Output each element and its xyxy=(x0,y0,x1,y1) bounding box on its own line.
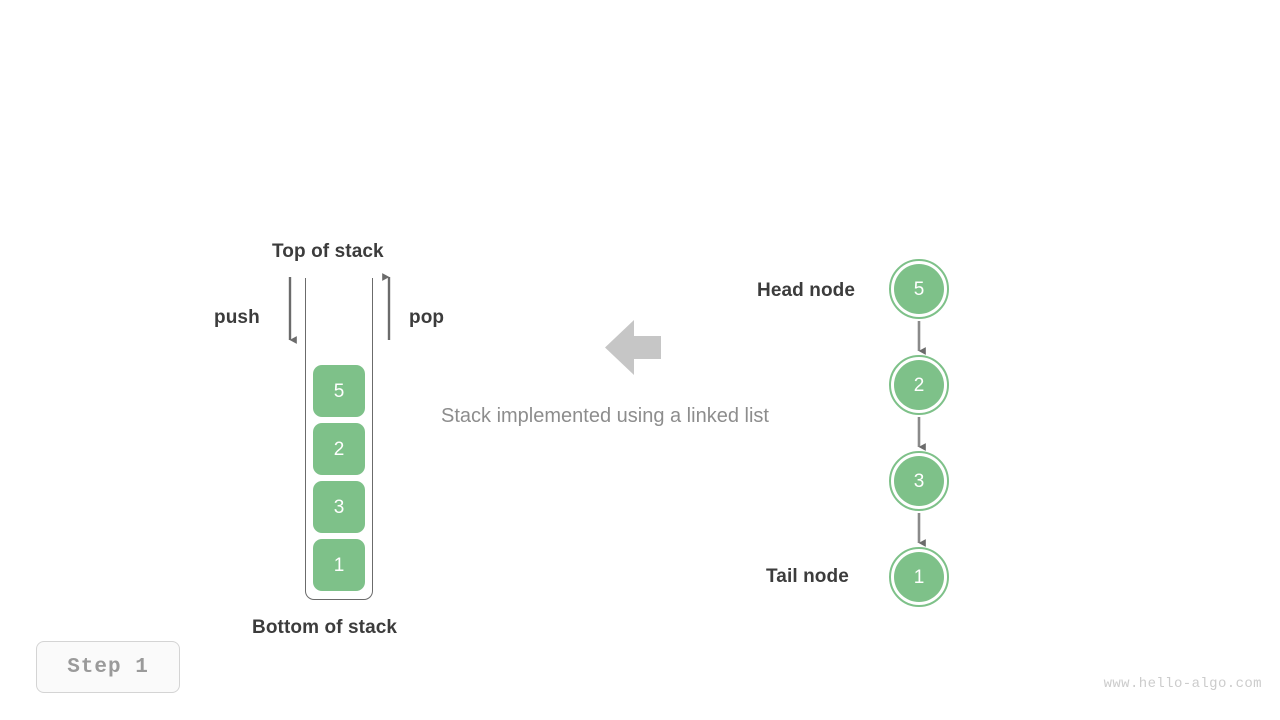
linked-list-node-value-wrap: 1 xyxy=(894,552,944,602)
linked-list-node-value-wrap: 3 xyxy=(894,456,944,506)
push-label: push xyxy=(214,307,260,328)
linked-list-node-value-wrap: 5 xyxy=(894,264,944,314)
stack-box: 2 xyxy=(313,423,365,475)
stack-box-value: 2 xyxy=(333,438,345,460)
stack-container xyxy=(305,278,373,600)
pop-label: pop xyxy=(409,307,445,328)
linked-list-node-value: 1 xyxy=(913,566,925,588)
linked-list-node-value: 3 xyxy=(913,470,925,492)
stack-box-value: 1 xyxy=(333,554,345,576)
stack-box-value: 3 xyxy=(333,496,345,518)
linked-list-node: 2 xyxy=(889,355,949,415)
linked-list-node: 3 xyxy=(889,451,949,511)
top-of-stack-label: Top of stack xyxy=(272,241,384,262)
watermark: www.hello-algo.com xyxy=(1103,676,1262,692)
stack-box-value: 5 xyxy=(333,380,345,402)
head-node-label: Head node xyxy=(757,280,856,301)
linked-list-node-value: 2 xyxy=(913,374,925,396)
step-badge: Step 1 xyxy=(36,641,180,693)
bottom-of-stack-label: Bottom of stack xyxy=(252,617,398,638)
stack-box: 1 xyxy=(313,539,365,591)
center-caption: Stack implemented using a linked list xyxy=(441,405,769,427)
block-arrow-left-icon xyxy=(605,320,661,375)
linked-list-node: 1 xyxy=(889,547,949,607)
tail-node-label: Tail node xyxy=(766,566,849,587)
linked-list-node-value: 5 xyxy=(913,278,925,300)
linked-list-node-value-wrap: 2 xyxy=(894,360,944,410)
stack-box: 5 xyxy=(313,365,365,417)
stack-box: 3 xyxy=(313,481,365,533)
linked-list-node: 5 xyxy=(889,259,949,319)
